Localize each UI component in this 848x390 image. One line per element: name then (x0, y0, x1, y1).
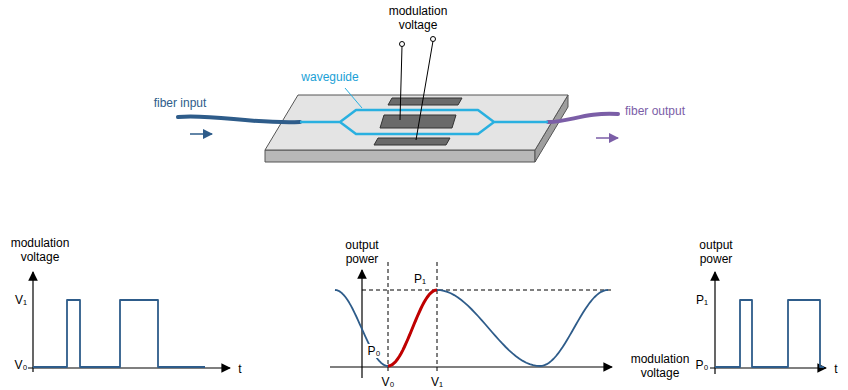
output-arrow (596, 137, 618, 139)
transfer-curve (335, 290, 608, 366)
voltage-label: V₁ (431, 375, 443, 389)
operating-range (388, 290, 437, 366)
chip-substrate (265, 95, 568, 162)
voltage-label: V₀ (382, 375, 395, 389)
level-label: P₀ (696, 358, 709, 372)
level-label: V₀ (15, 358, 28, 372)
level-label: V₁ (15, 293, 27, 307)
electrodes (374, 98, 462, 145)
waveguide-leader (345, 88, 362, 108)
voltage-signal (33, 300, 205, 367)
guide-line (388, 262, 389, 373)
y-axis (714, 272, 715, 374)
output-fiber (548, 114, 618, 122)
input-fiber (178, 116, 300, 122)
output-label: fiber output (625, 104, 685, 118)
input-arrow (190, 133, 212, 135)
level-label: P₁ (696, 293, 708, 307)
axis-title: modulation voltage (624, 352, 696, 380)
axis-title: output power (689, 238, 743, 266)
y-axis (32, 272, 33, 372)
guide-line (437, 262, 438, 373)
axis-title: modulation voltage (4, 236, 76, 264)
y-axis (361, 270, 362, 378)
waveguide-label: waveguide (301, 70, 358, 84)
guide-line (362, 290, 612, 291)
level-label: P₀ (367, 344, 382, 358)
waveguide-path (300, 110, 548, 134)
input-label: fiber input (154, 96, 207, 110)
voltage-terminals (400, 37, 436, 141)
level-label: P₁ (414, 272, 426, 286)
x-axis (330, 366, 612, 367)
axis-title: t (834, 362, 837, 376)
axis-title: t (238, 362, 241, 376)
terminal-label: modulation voltage (381, 4, 455, 32)
power-signal (715, 300, 824, 367)
axis-title: output power (335, 238, 389, 266)
